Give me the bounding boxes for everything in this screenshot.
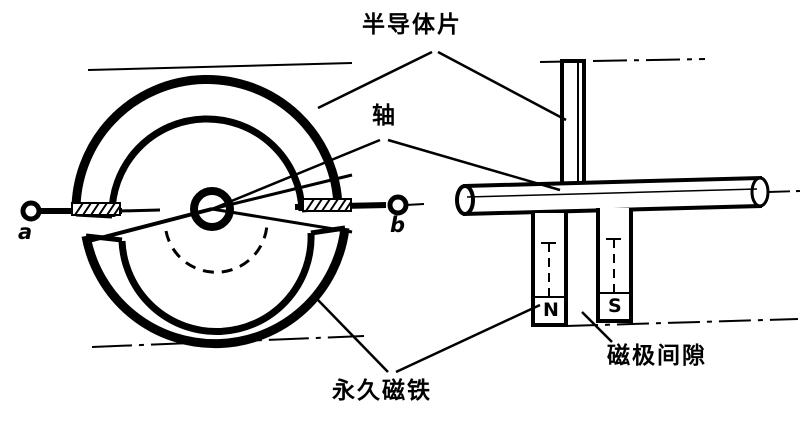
label-terminal-b: b xyxy=(390,213,406,237)
top-reference-line xyxy=(87,62,353,71)
shaft-centerline xyxy=(767,190,801,193)
label-pole-north: N xyxy=(543,299,559,321)
shaft-cylinder xyxy=(455,175,770,217)
u-magnet-yoke xyxy=(531,208,633,327)
label-shaft: 轴 xyxy=(372,103,397,129)
label-pole-gap: 磁极间隙 xyxy=(607,343,707,369)
leader-permanent-magnet xyxy=(317,299,541,374)
leader-semiconductor-chip xyxy=(317,50,567,122)
chip-plane-lines xyxy=(84,173,353,244)
label-semiconductor-chip: 半导体片 xyxy=(362,12,462,38)
leader-pole-gap xyxy=(581,311,613,343)
label-pole-south: S xyxy=(608,295,622,317)
bottom-reference-line-right xyxy=(565,318,799,327)
leader-shaft xyxy=(211,138,561,211)
label-terminal-a: a xyxy=(18,220,33,244)
terminal-a xyxy=(20,200,161,222)
label-permanent-magnet: 永久磁铁 xyxy=(332,378,432,404)
top-reference-line-right xyxy=(539,58,706,63)
terminal-b xyxy=(294,194,425,216)
lower-magnet-arc xyxy=(81,225,350,349)
bottom-reference-line xyxy=(91,335,365,348)
semiconductor-chip-strip xyxy=(560,59,586,199)
rotation-path-dashed-arc xyxy=(164,223,269,274)
